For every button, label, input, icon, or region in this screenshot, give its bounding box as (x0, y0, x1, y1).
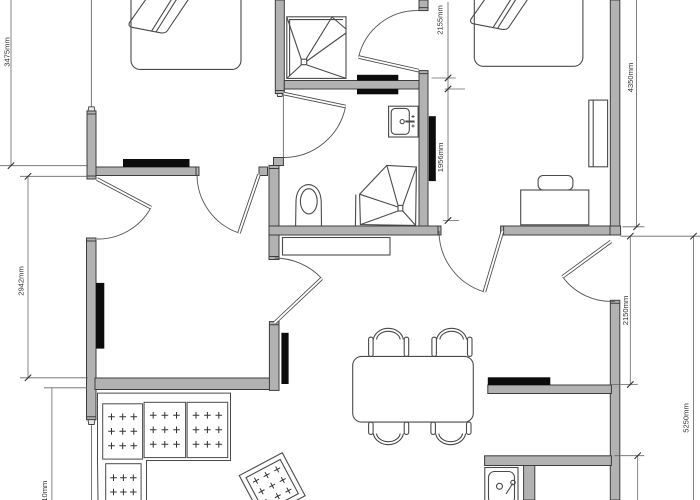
svg-text:5250mm: 5250mm (682, 403, 691, 433)
svg-text:1956mm: 1956mm (436, 143, 445, 173)
svg-text:110mm: 110mm (40, 481, 49, 500)
svg-text:2150mm: 2150mm (621, 296, 630, 326)
svg-text:4350mm: 4350mm (626, 63, 635, 93)
svg-text:3475mm: 3475mm (3, 37, 12, 67)
svg-text:2155mm: 2155mm (436, 5, 445, 35)
svg-text:2942mm: 2942mm (17, 266, 26, 296)
